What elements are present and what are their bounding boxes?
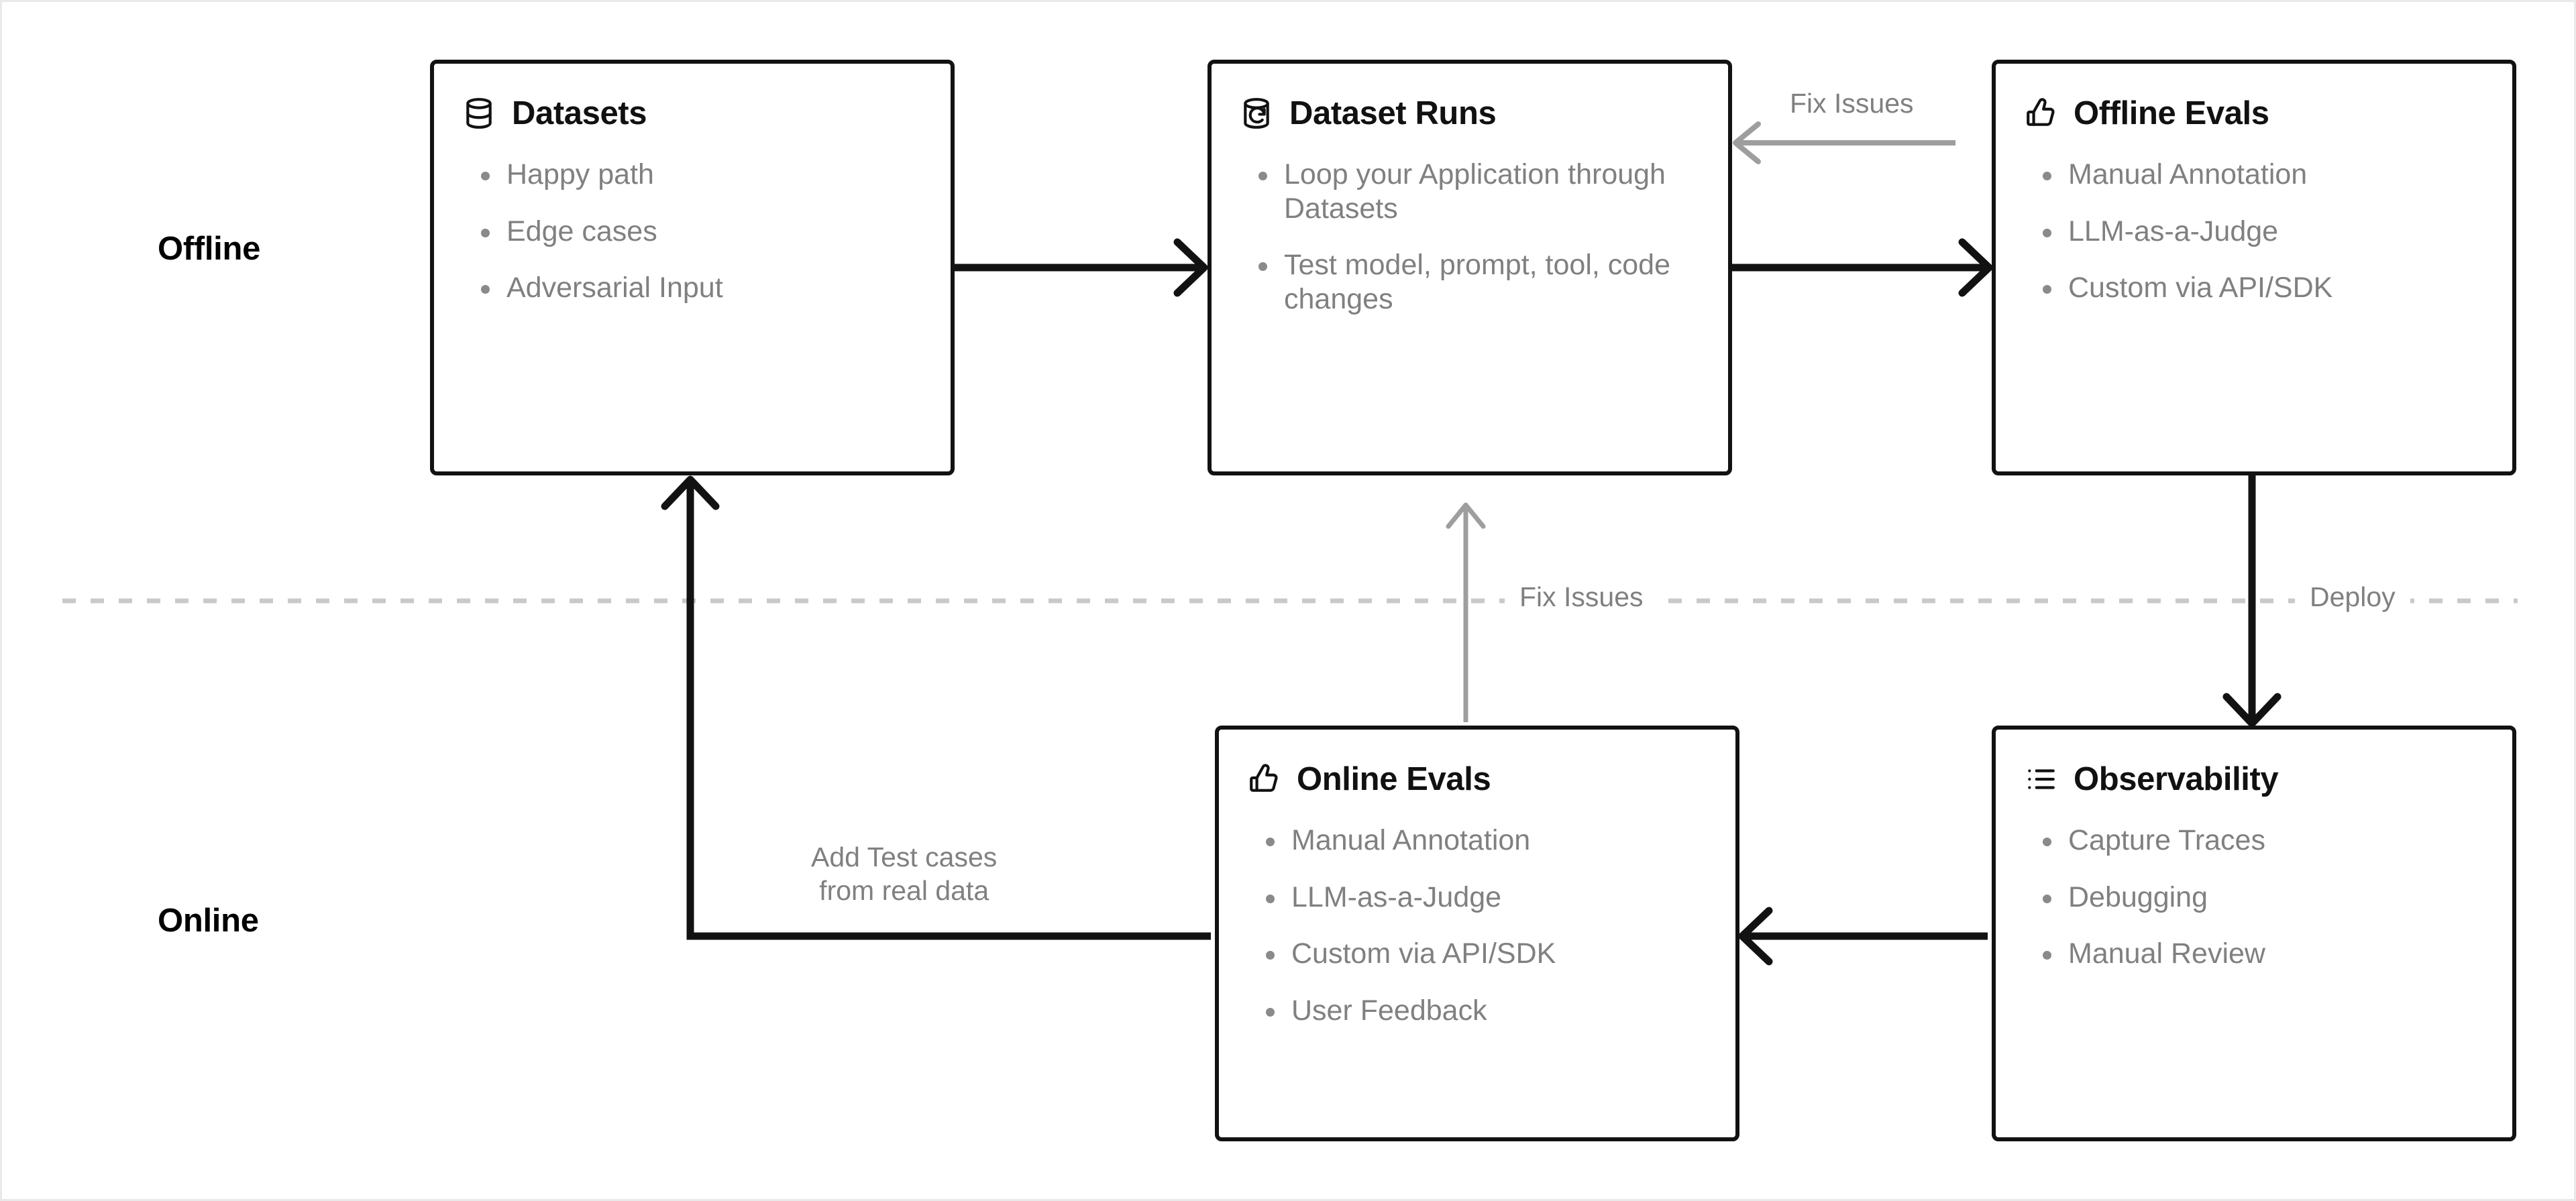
edge-add-test-cases [661,475,1211,940]
list-item: Loop your Application through Datasets [1254,158,1689,225]
node-online-evals-list: Manual Annotation LLM-as-a-Judge Custom … [1219,823,1735,1028]
node-offline-evals-header: Offline Evals [1996,64,2512,132]
list-item: Adversarial Input [477,271,920,305]
list-item: Manual Annotation [2039,158,2481,192]
edge-label-fix-issues-middle: Fix Issues [1505,581,1658,613]
edge-label-add-test-cases: Add Test cases from real data [800,840,1008,908]
list-item: User Feedback [1262,994,1705,1028]
node-datasets-list: Happy path Edge cases Adversarial Input [434,158,951,305]
edge-label-add-test-cases-line1: Add Test cases [811,842,998,872]
edge-deploy [2222,475,2282,728]
list-item: Debugging [2039,880,2481,915]
node-online-evals[interactable]: Online Evals Manual Annotation LLM-as-a-… [1215,726,1739,1141]
node-dataset-runs-list: Loop your Application through Datasets T… [1212,158,1728,317]
list-tree-icon [2028,769,2055,789]
node-dataset-runs[interactable]: Dataset Runs Loop your Application throu… [1208,60,1732,475]
thumbs-up-icon [2027,98,2055,126]
edge-fix-issues-top [1733,121,1955,164]
node-datasets-title: Datasets [512,95,647,131]
edge-observability-to-online-evals [1738,907,1988,966]
swimlane-label-online: Online [158,903,259,939]
node-observability[interactable]: Observability Capture Traces Debugging M… [1992,726,2516,1141]
edge-fix-issues-middle [1446,502,1486,722]
thumbs-up-icon [1250,764,1278,792]
edge-label-deploy: Deploy [2295,581,2410,613]
node-online-evals-header: Online Evals [1219,730,1735,798]
list-item: Capture Traces [2039,823,2481,858]
edge-label-add-test-cases-line2: from real data [819,875,989,907]
node-online-evals-title: Online Evals [1297,761,1491,797]
edge-dataset-runs-to-offline-evals [1732,238,1993,297]
list-item: LLM-as-a-Judge [1262,880,1705,915]
node-dataset-runs-title: Dataset Runs [1289,95,1497,131]
list-item: Manual Review [2039,937,2481,971]
node-observability-header: Observability [1996,730,2512,798]
node-dataset-runs-header: Dataset Runs [1212,64,1728,132]
database-icon [466,98,492,129]
node-datasets-header: Datasets [434,64,951,132]
node-offline-evals[interactable]: Offline Evals Manual Annotation LLM-as-a… [1992,60,2516,475]
node-observability-list: Capture Traces Debugging Manual Review [1996,823,2512,971]
list-item: Manual Annotation [1262,823,1705,858]
list-item: Custom via API/SDK [2039,271,2481,305]
list-item: Happy path [477,158,920,192]
swimlane-label-offline: Offline [158,231,261,267]
list-item: Edge cases [477,215,920,249]
list-item: LLM-as-a-Judge [2039,215,2481,249]
list-item: Custom via API/SDK [1262,937,1705,971]
database-refresh-icon [1244,98,1269,129]
node-offline-evals-list: Manual Annotation LLM-as-a-Judge Custom … [1996,158,2512,305]
list-item: Test model, prompt, tool, code changes [1254,248,1689,316]
edge-label-fix-issues-top: Fix Issues [1783,88,1921,119]
node-offline-evals-title: Offline Evals [2074,95,2269,131]
node-observability-title: Observability [2074,761,2279,797]
node-datasets[interactable]: Datasets Happy path Edge cases Adversari… [430,60,955,475]
edge-datasets-to-dataset-runs [955,238,1208,297]
